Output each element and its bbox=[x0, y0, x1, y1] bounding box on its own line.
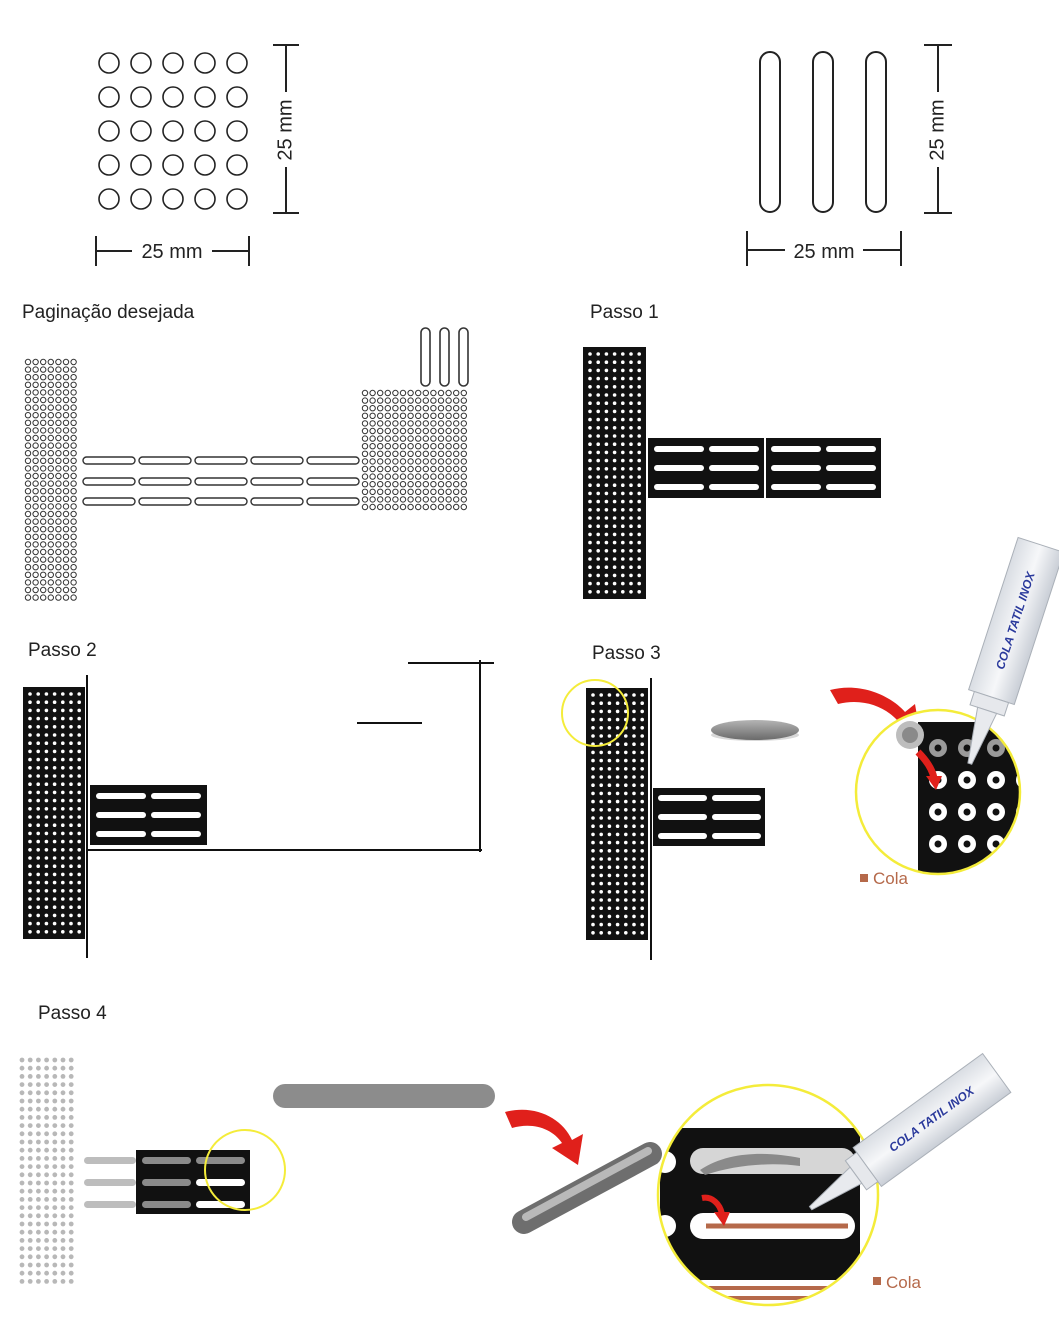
step-1-title: Passo 1 bbox=[590, 302, 659, 323]
glue-legend-step-4: Cola bbox=[873, 1273, 922, 1292]
dimension-label-dots-width: 25 mm bbox=[141, 241, 202, 263]
step-4-gray-bars bbox=[84, 1157, 136, 1208]
desired-dot-fields bbox=[24, 358, 467, 601]
dimension-vertical-dots bbox=[273, 44, 299, 214]
step-1-section: Passo 1 bbox=[583, 302, 881, 599]
dimension-horizontal-bars bbox=[746, 231, 902, 266]
step-4-title: Passo 4 bbox=[38, 1003, 107, 1024]
step-3-section: Passo 3 bbox=[561, 536, 1059, 960]
step-2-section: Passo 2 bbox=[23, 640, 494, 958]
step-3-tile-holes bbox=[591, 693, 644, 935]
step-4-tilted-bar bbox=[512, 1142, 662, 1234]
dimension-label-bars-height: 25 mm bbox=[926, 99, 948, 160]
step-3-bar-slots bbox=[658, 795, 761, 839]
step-4-section: Passo 4 bbox=[19, 1003, 1012, 1307]
step-1-dot-tile bbox=[583, 347, 646, 599]
step-3-dot-tile bbox=[586, 688, 648, 940]
step-3-highlight-ring bbox=[561, 679, 629, 747]
step-1-tile-holes bbox=[588, 352, 641, 594]
dimension-vertical-bars bbox=[924, 44, 952, 214]
step-4-red-arrow bbox=[505, 1109, 583, 1165]
dimension-horizontal-dots bbox=[95, 236, 250, 266]
step-2-bar-slots bbox=[96, 793, 201, 837]
step-4-zoom-view bbox=[656, 1083, 880, 1307]
desired-layout-title: Paginação desejada bbox=[22, 302, 195, 323]
dimension-label-bars-width: 25 mm bbox=[793, 241, 854, 263]
bar-group bbox=[759, 51, 887, 213]
step-4-highlight-ring bbox=[204, 1129, 286, 1211]
glue-legend-step-3: Cola bbox=[860, 869, 909, 888]
step-4-bar-slots bbox=[142, 1157, 245, 1208]
step-1-bar-slots bbox=[654, 446, 876, 490]
desired-vertical-bars bbox=[420, 327, 469, 387]
stud-disc bbox=[711, 720, 799, 741]
bar-tile-spec: 25 mm 25 mm bbox=[746, 44, 952, 266]
desired-layout-section: Paginação desejada bbox=[22, 302, 469, 601]
step-3-zoom-view bbox=[854, 708, 1022, 876]
dot-grid-spec: 25 mm 25 mm bbox=[95, 44, 299, 266]
step-2-tile-holes bbox=[28, 692, 81, 934]
dimension-label-dots-height: 25 mm bbox=[274, 99, 296, 160]
step-2-guide-lines bbox=[87, 660, 494, 852]
step-2-dot-tile bbox=[23, 687, 85, 939]
step-3-title: Passo 3 bbox=[592, 643, 661, 664]
svg-text:Cola: Cola bbox=[873, 869, 909, 888]
step-2-title: Passo 2 bbox=[28, 640, 97, 661]
svg-text:Cola: Cola bbox=[886, 1273, 922, 1292]
step-4-loose-bar bbox=[273, 1084, 495, 1108]
glue-tube-step-3: COLA TATIL INOX bbox=[967, 536, 1059, 765]
desired-bar-rows bbox=[82, 456, 360, 506]
dot-grid bbox=[98, 52, 248, 210]
step-4-gray-dot-field bbox=[19, 1057, 74, 1284]
